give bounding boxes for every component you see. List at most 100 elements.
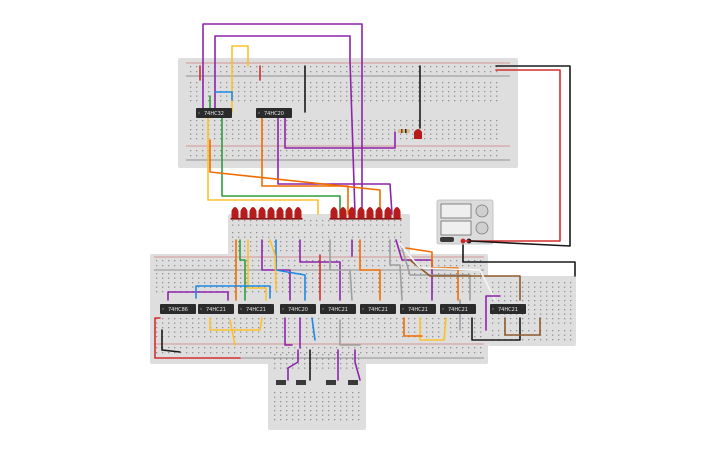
wire-yellow[interactable] [419, 317, 447, 341]
chip-bottom-2[interactable]: 74HC21 [198, 304, 234, 314]
wire-yellow[interactable] [229, 319, 236, 346]
breadboard-bottom[interactable] [268, 348, 366, 430]
led[interactable] [285, 207, 293, 218]
led[interactable] [357, 207, 365, 218]
chip-bottom-7-body [400, 304, 436, 314]
jumper-wires [154, 23, 576, 381]
chip-bottom-5-label: 74HC21 [328, 307, 348, 313]
wire-blue[interactable] [214, 91, 233, 101]
slide-switch[interactable] [276, 380, 286, 385]
wire-yellow[interactable] [209, 317, 263, 331]
power-supply-knob-1[interactable] [475, 204, 489, 218]
led-base [257, 218, 267, 220]
led[interactable] [267, 207, 275, 218]
led-row [230, 207, 402, 220]
wire-orange[interactable] [403, 317, 423, 337]
hole-grid [274, 392, 360, 421]
led[interactable] [375, 207, 383, 218]
power-supply-switch[interactable] [440, 237, 454, 242]
wire-yellow[interactable] [247, 239, 267, 301]
wire-red[interactable] [464, 69, 561, 242]
led[interactable] [276, 207, 284, 218]
resistor[interactable] [398, 129, 410, 133]
slide-switch[interactable] [296, 380, 306, 385]
wire-gray[interactable] [401, 247, 471, 301]
led[interactable] [240, 207, 248, 218]
power-supply-terminal-red[interactable] [460, 238, 466, 244]
wire-gray[interactable] [389, 239, 403, 301]
chip-top-left-body [196, 108, 232, 118]
chip-bottom-3-body [238, 304, 274, 314]
led-base [230, 218, 240, 220]
chip-top-right[interactable]: 74HC20 [256, 108, 292, 118]
wire-purple[interactable] [287, 349, 299, 381]
chip-bottom-4[interactable]: 74HC20 [280, 304, 316, 314]
wire-purple[interactable] [299, 239, 341, 301]
wire-yellow[interactable] [269, 239, 277, 291]
wire-purple[interactable] [284, 317, 293, 346]
led[interactable] [330, 207, 338, 218]
chip-bottom-6-notch [361, 307, 365, 311]
chip-bottom-1-body [160, 304, 196, 314]
wire-yellow[interactable] [207, 117, 319, 215]
breadboard-top[interactable] [178, 58, 518, 168]
led[interactable] [366, 207, 374, 218]
wire-yellow[interactable] [231, 45, 249, 113]
wire-red[interactable] [154, 317, 241, 359]
led[interactable] [393, 207, 401, 218]
wire-orange[interactable] [359, 239, 381, 301]
wire-black[interactable] [161, 329, 181, 353]
wire-green[interactable] [239, 239, 246, 301]
led[interactable] [231, 207, 239, 218]
wire-purple[interactable] [202, 23, 363, 215]
led-top[interactable] [414, 129, 422, 139]
wire-black[interactable] [471, 317, 521, 341]
chip-top-left[interactable]: 74HC32 [196, 108, 232, 118]
led[interactable] [384, 207, 392, 218]
wire-purple[interactable] [485, 295, 501, 331]
power-supply-knob-2[interactable] [475, 221, 489, 235]
led[interactable] [294, 207, 302, 218]
wire-purple[interactable] [167, 291, 229, 301]
chip-bottom-5[interactable]: 74HC21 [320, 304, 356, 314]
wire-green[interactable] [221, 111, 341, 215]
chip-bottom-4-notch [281, 307, 285, 311]
resistor-band [401, 129, 403, 133]
wire-purple[interactable] [277, 117, 393, 215]
wire-brown[interactable] [504, 317, 541, 336]
chip-bottom-6[interactable]: 74HC21 [360, 304, 396, 314]
wire-black[interactable] [469, 65, 571, 247]
wire-purple[interactable] [395, 239, 433, 301]
chip-bottom-9[interactable]: 74HC21 [490, 304, 526, 314]
breadboard-right[interactable] [488, 276, 576, 346]
chip-bottom-7[interactable]: 74HC21 [400, 304, 436, 314]
chip-bottom-3[interactable]: 74HC21 [238, 304, 274, 314]
wire-purple[interactable] [284, 117, 396, 149]
led[interactable] [348, 207, 356, 218]
wire-gray[interactable] [339, 319, 361, 346]
wire-blue[interactable] [195, 285, 271, 299]
wire-blue[interactable] [311, 317, 316, 341]
wire-orange[interactable] [261, 117, 349, 215]
led[interactable] [249, 207, 257, 218]
led[interactable] [258, 207, 266, 218]
led-base [239, 218, 249, 220]
wire-white[interactable] [399, 243, 496, 301]
chip-bottom-6-body [360, 304, 396, 314]
hole-grid [232, 232, 402, 252]
chip-bottom-1[interactable]: 74HC86 [160, 304, 196, 314]
slide-switch[interactable] [348, 380, 358, 385]
led-base [266, 218, 276, 220]
wire-black[interactable] [462, 244, 576, 277]
chip-bottom-4-label: 74HC20 [288, 307, 308, 313]
wire-gray[interactable] [329, 239, 353, 301]
wire-purple[interactable] [214, 35, 356, 215]
chip-bottom-8[interactable]: 74HC21 [440, 304, 476, 314]
wire-orange[interactable] [209, 139, 381, 215]
slide-switch[interactable] [326, 380, 336, 385]
wire-purple[interactable] [354, 349, 361, 381]
wire-blue[interactable] [275, 239, 306, 301]
led[interactable] [339, 207, 347, 218]
chip-bottom-1-label: 74HC86 [168, 307, 188, 313]
